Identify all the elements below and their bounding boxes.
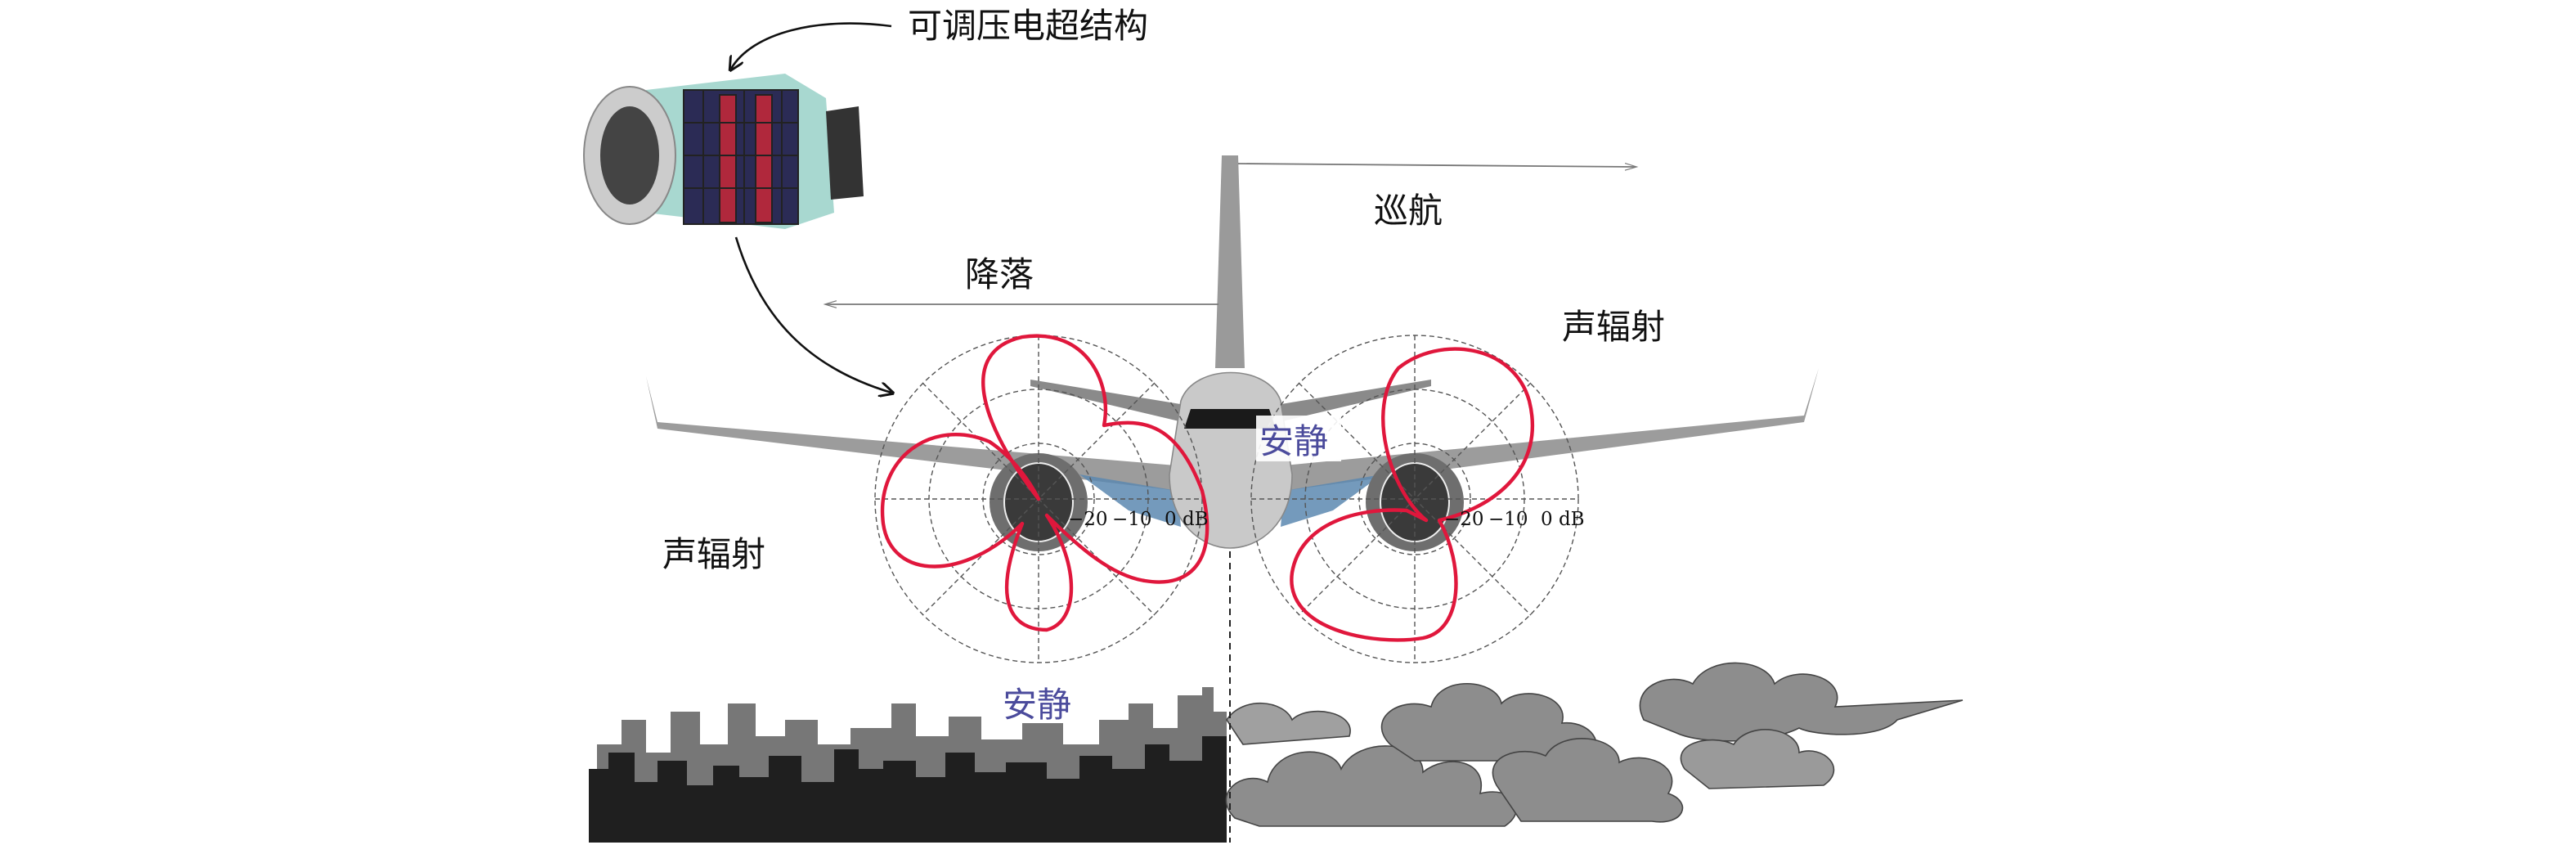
tail-fin: [1215, 155, 1245, 368]
radiation-pattern-right: [1290, 347, 1535, 642]
polar-grid-right: −20 −10 0 dB: [1250, 335, 1585, 663]
polar-tick-right-10: −10: [1488, 509, 1528, 530]
quiet-label-lower: 安静: [1003, 685, 1071, 725]
title-label: 可调压电超结构: [908, 6, 1148, 46]
polar-tick-right-0: 0 dB: [1541, 509, 1585, 530]
radiation-pattern-left: [880, 334, 1209, 632]
polar-grid-left: −20 −10 0 dB: [874, 334, 1209, 663]
arrow-engine-to-polar: [734, 236, 891, 393]
cockpit: [1184, 409, 1276, 429]
arrow-title-to-engine: [731, 22, 892, 69]
cruise-arrow: [1237, 163, 1639, 171]
landing-label: 降落: [965, 254, 1034, 294]
clouds: [1225, 662, 1963, 827]
cruise-label: 巡航: [1374, 191, 1443, 231]
polar-tick-left-0: 0 dB: [1165, 509, 1209, 530]
quiet-label-upper: 安静: [1259, 421, 1328, 461]
polar-tick-left-10: −10: [1112, 509, 1152, 530]
radiation-label-left: 声辐射: [662, 534, 765, 574]
polar-tick-right-20: −20: [1444, 509, 1484, 530]
city-skyline: [589, 687, 1227, 843]
wing-right: [1276, 368, 1819, 491]
radiation-label-right: 声辐射: [1562, 307, 1665, 347]
metastructure-engine: [583, 74, 864, 229]
polar-tick-left-20: −20: [1068, 509, 1108, 530]
